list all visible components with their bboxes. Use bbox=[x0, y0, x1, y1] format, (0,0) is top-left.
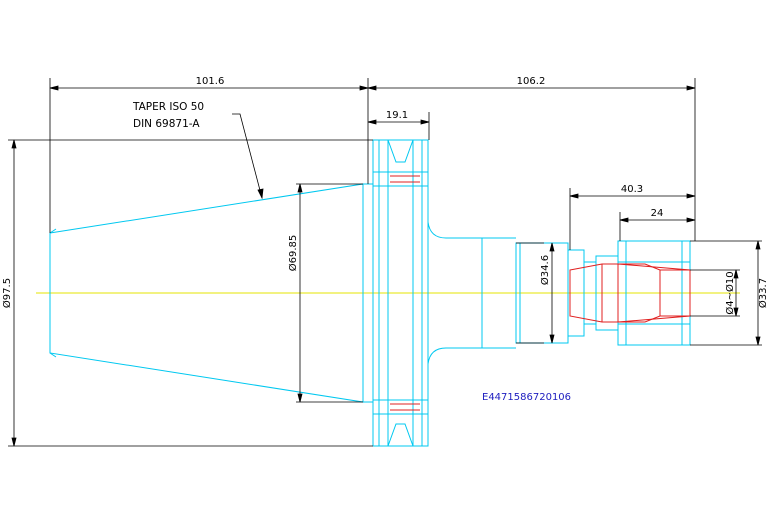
dim-taper-length: 101.6 bbox=[196, 76, 225, 87]
dim-nose-length: 40.3 bbox=[621, 184, 643, 195]
flange bbox=[372, 139, 429, 447]
collet-section bbox=[390, 175, 691, 411]
dim-gauge-diameter: Ø69.85 bbox=[287, 235, 299, 272]
dim-overall-length: 106.2 bbox=[517, 76, 546, 87]
dim-clamping-range: Ø4~Ø10 bbox=[724, 271, 736, 314]
dim-flange-width: 19.1 bbox=[386, 110, 408, 121]
dim-nut-length: 24 bbox=[651, 208, 664, 219]
taper-note-line2: DIN 69871-A bbox=[133, 118, 200, 130]
dim-flange-diameter: Ø97.5 bbox=[1, 278, 13, 308]
tool-holder-outline bbox=[49, 139, 691, 447]
part-number: E4471586720106 bbox=[482, 392, 571, 403]
dim-nut-diameter: Ø33.7 bbox=[757, 278, 767, 308]
dim-body-diameter: Ø34.6 bbox=[539, 255, 551, 285]
taper-note-line1: TAPER ISO 50 bbox=[132, 101, 204, 113]
